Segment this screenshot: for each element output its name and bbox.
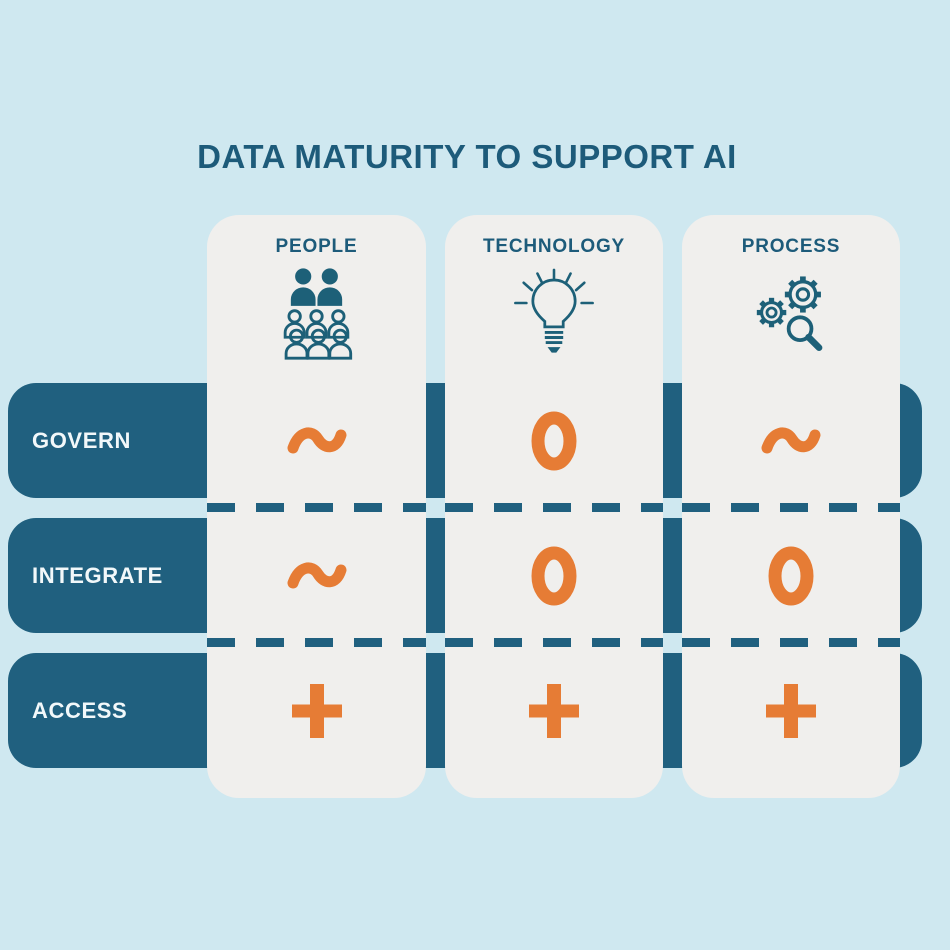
row-label-integrate: INTEGRATE [32, 562, 163, 588]
lightbulb-icon [508, 266, 600, 368]
circle-symbol [531, 546, 577, 605]
column-header-people: PEOPLE [275, 236, 358, 257]
circle-symbol [768, 546, 814, 605]
page-title: DATA MATURITY TO SUPPORT AI [197, 138, 737, 175]
plus-symbol [529, 683, 579, 738]
cell-govern-process [682, 383, 900, 498]
dashed-divider [445, 638, 663, 647]
dashed-divider [445, 503, 663, 512]
tilde-symbol [761, 427, 821, 453]
cell-access-technology [445, 653, 663, 768]
plus-symbol [291, 683, 342, 738]
tilde-symbol [287, 562, 346, 588]
cell-govern-technology [445, 383, 663, 498]
circle-symbol [531, 411, 577, 470]
gears-magnifier-icon [744, 266, 839, 366]
cell-access-process [682, 653, 900, 768]
people-group-icon [269, 266, 364, 366]
dashed-divider [207, 638, 426, 647]
cell-integrate-people [207, 518, 426, 633]
column-header-process: PROCESS [741, 236, 841, 257]
dashed-divider [207, 503, 426, 512]
plus-symbol [766, 683, 816, 738]
dashed-divider [682, 503, 900, 512]
row-label-govern: GOVERN [32, 427, 131, 453]
row-label-access: ACCESS [32, 697, 128, 723]
cell-access-people [207, 653, 426, 768]
cell-integrate-process [682, 518, 900, 633]
dashed-divider [682, 638, 900, 647]
column-header-technology: TECHNOLOGY [482, 236, 626, 257]
tilde-symbol [287, 427, 346, 453]
cell-integrate-technology [445, 518, 663, 633]
cell-govern-people [207, 383, 426, 498]
